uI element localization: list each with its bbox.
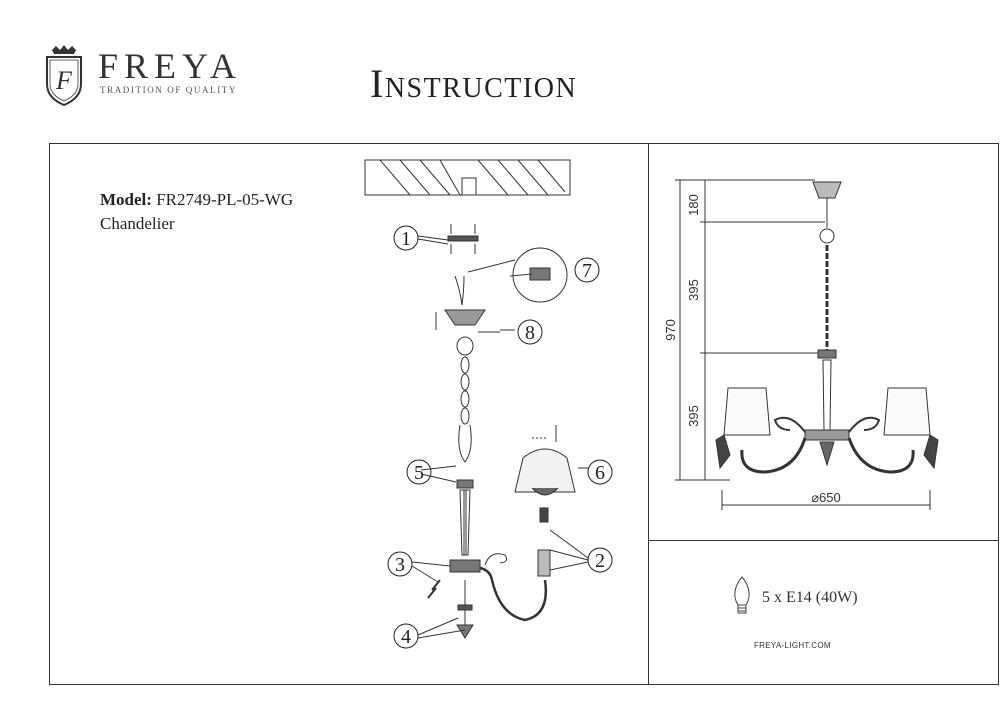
step-callout-6: 6 [587, 459, 613, 485]
assembly-diagram: 1 2 3 4 5 6 7 8 [364, 159, 613, 649]
step-callout-3: 3 [387, 551, 413, 577]
step-callout-4: 4 [393, 623, 419, 649]
vertical-divider [648, 143, 649, 685]
svg-text:6: 6 [595, 462, 605, 484]
lamp-spec: 5 x E14 (40W) [762, 589, 858, 606]
document-title: Instruction [370, 61, 578, 106]
model-number: FR2749-PL-05-WG [156, 190, 294, 209]
dim-total-height: 970 [663, 319, 678, 341]
svg-text:2: 2 [595, 550, 605, 572]
svg-text:1: 1 [401, 228, 411, 250]
product-type: Chandelier [100, 214, 175, 233]
dim-diameter: ⌀650 [811, 490, 841, 505]
dimension-drawing: 180 395 395 970 ⌀650 [663, 179, 939, 510]
brand-logo-letter: F [55, 66, 73, 95]
light-bulb-icon [734, 576, 750, 614]
brand-logo-shield-icon: F [46, 45, 82, 106]
svg-text:5: 5 [414, 462, 424, 484]
step-callout-8: 8 [517, 319, 543, 345]
model-label: Model: [100, 190, 152, 209]
dim-chain-section: 395 [686, 279, 701, 301]
svg-text:8: 8 [525, 322, 535, 344]
step-callout-7: 7 [574, 257, 600, 283]
brand-tagline: TRADITION OF QUALITY [100, 85, 237, 95]
content-frame [49, 143, 999, 685]
website-link[interactable]: FREYA-LIGHT.COM [754, 641, 831, 650]
step-callout-2: 2 [587, 547, 613, 573]
svg-text:3: 3 [395, 554, 405, 576]
step-callout-5: 5 [406, 459, 432, 485]
brand-name: FREYA [98, 46, 243, 86]
step-callout-1: 1 [393, 225, 419, 251]
dim-top-section: 180 [686, 194, 701, 216]
svg-text:4: 4 [401, 626, 411, 648]
model-line: Model: FR2749-PL-05-WG [100, 190, 293, 210]
svg-text:7: 7 [582, 260, 592, 282]
horizontal-divider [648, 540, 999, 541]
dim-body-section: 395 [686, 405, 701, 427]
